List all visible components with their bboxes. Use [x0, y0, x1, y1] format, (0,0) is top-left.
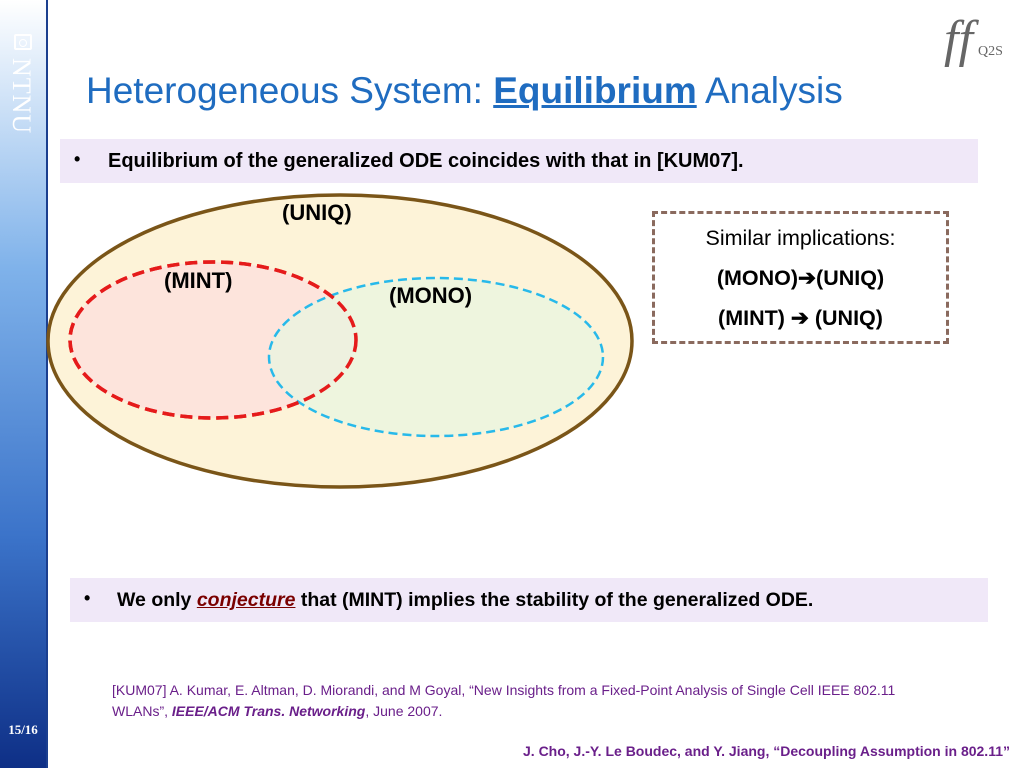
ntnu-logo-icon	[14, 34, 32, 50]
bullet-text: Equilibrium of the generalized ODE coinc…	[108, 150, 744, 172]
q2s-ff-icon: ff	[944, 11, 973, 68]
mint-label: (MINT)	[164, 268, 233, 293]
reference-journal: IEEE/ACM Trans. Networking	[171, 703, 366, 719]
bullet-text-before: We only	[117, 589, 197, 611]
bullet-dot-icon: •	[84, 588, 91, 608]
implications-heading: Similar implications:	[705, 226, 896, 250]
title-prefix: Heterogeneous System:	[86, 70, 494, 111]
implication-mono-uniq: (MONO)➔(UNIQ)	[716, 266, 885, 290]
bullet-box-equilibrium: • Equilibrium of the generalized ODE coi…	[60, 139, 978, 183]
page-number: 15/16	[8, 722, 38, 737]
ntnu-logo-text: NTNU	[7, 58, 36, 135]
mono-ellipse	[267, 276, 605, 438]
q2s-logo: ff Q2S	[944, 11, 1014, 80]
mint-outline-overlay	[68, 260, 358, 420]
sidebar: NTNU 15/16	[0, 0, 46, 768]
reference: [KUM07] A. Kumar, E. Altman, D. Miorandi…	[112, 680, 952, 722]
q2s-label: Q2S	[978, 44, 1003, 59]
bullet-text-after: that (MINT) implies the stability of the…	[295, 589, 814, 611]
footer-citation: J. Cho, J.-Y. Le Boudec, and Y. Jiang, “…	[523, 743, 1010, 759]
sidebar-divider	[46, 0, 48, 768]
implication-mint-uniq: (MINT) ➔ (UNIQ)	[718, 306, 883, 330]
reference-text: [KUM07] A. Kumar, E. Altman, D. Miorandi…	[112, 682, 896, 719]
reference-date: , June 2007.	[365, 703, 443, 719]
title-suffix: Analysis	[696, 70, 843, 111]
title-emphasis: Equilibrium	[493, 70, 697, 111]
conjecture-emphasis: conjecture	[196, 589, 296, 611]
bullet-text: We only conjecture that (MINT) implies t…	[117, 589, 813, 612]
slide-title: Heterogeneous System: Equilibrium Analys…	[86, 70, 843, 112]
uniq-label: (UNIQ)	[282, 200, 352, 225]
implications-box: Similar implications: (MONO)➔(UNIQ) (MIN…	[652, 211, 949, 344]
mono-label: (MONO)	[389, 283, 473, 308]
bullet-dot-icon: •	[74, 149, 81, 169]
bullet-box-conjecture: • We only conjecture that (MINT) implies…	[70, 578, 988, 622]
